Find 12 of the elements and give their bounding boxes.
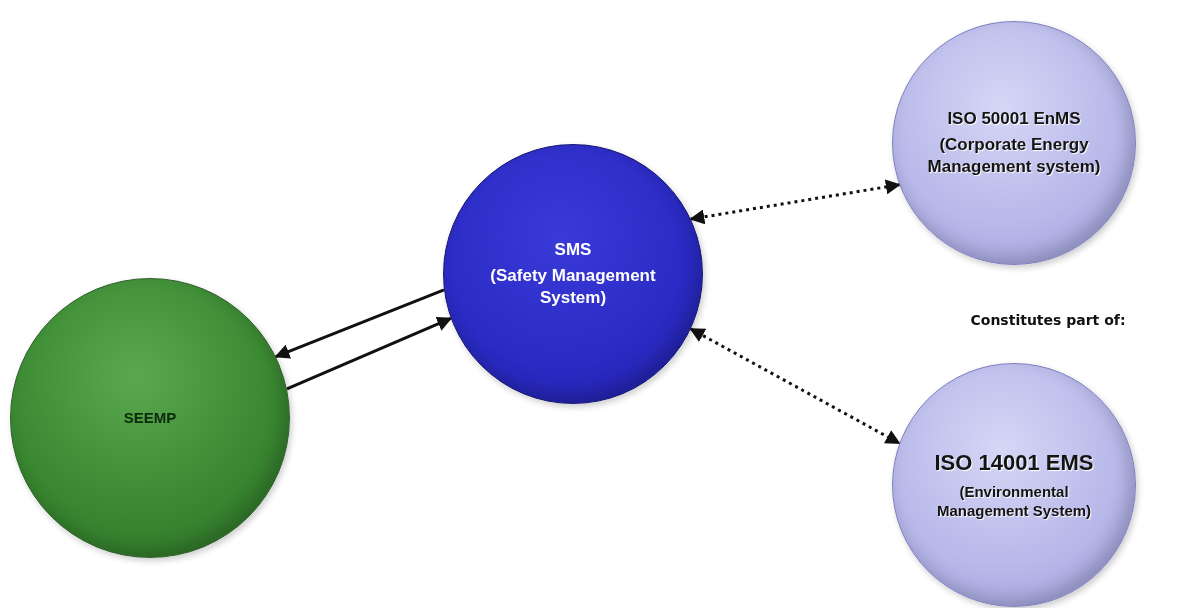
node-text: (Corporate Energy Management system): [926, 133, 1102, 179]
node-title: SEEMP: [123, 408, 177, 428]
arrow: [286, 316, 453, 391]
node-title: SMS: [554, 238, 592, 261]
node-text: (Safety Management System): [489, 264, 657, 310]
dotted-double-arrow: [689, 327, 901, 445]
node-title: ISO 14001 EMS: [934, 449, 1094, 478]
node-title: ISO 50001 EnMS: [947, 107, 1081, 130]
note-text: Constitutes part of:: [969, 312, 1127, 328]
dotted-double-arrow: [689, 179, 901, 225]
arrow: [274, 288, 445, 359]
node-text: (Environmental Management System): [935, 481, 1093, 521]
